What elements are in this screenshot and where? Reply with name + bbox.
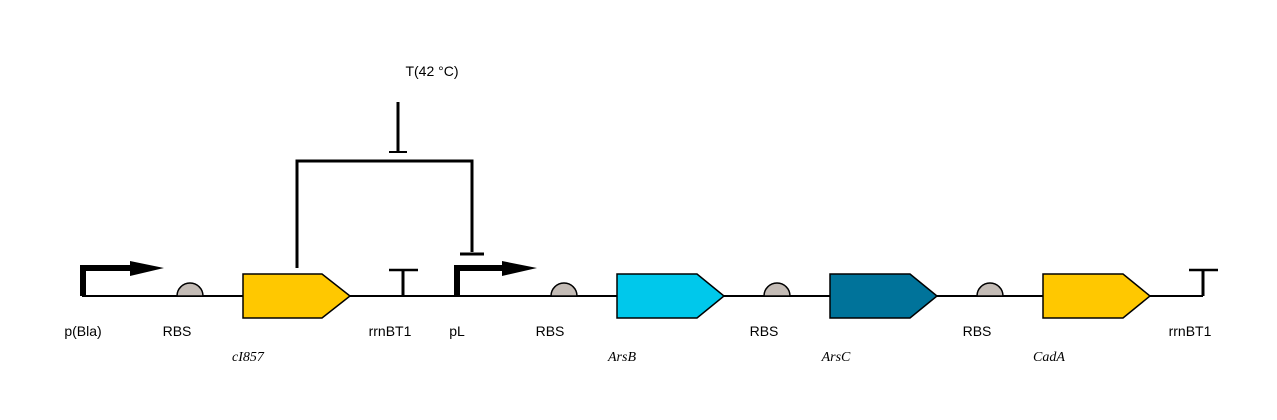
- rbs-1-label: RBS: [163, 323, 192, 339]
- gene-cI857-icon: [242, 273, 352, 319]
- gene-ArsC-icon: [829, 273, 939, 319]
- rbs-1-icon: [176, 282, 204, 297]
- rbs-3-label: RBS: [750, 323, 779, 339]
- repression-arc: [295, 159, 474, 268]
- promoter-pl-icon: [454, 261, 537, 296]
- terminator-2-label: rrnBT1: [1169, 323, 1212, 339]
- gene-ArsB-label: ArsB: [607, 350, 636, 365]
- rbs-3-icon: [763, 282, 791, 297]
- terminator-2-icon: [1189, 268, 1218, 296]
- gene-CadA-icon: [1042, 273, 1152, 319]
- gene-cI857-label: cI857: [232, 350, 265, 365]
- terminator-1-label: rrnBT1: [369, 323, 412, 339]
- promoter-pl-label: pL: [449, 323, 465, 339]
- rbs-4-label: RBS: [963, 323, 992, 339]
- promoter-pbla-icon: [80, 261, 164, 296]
- gene-ArsB-icon: [616, 273, 726, 319]
- rbs-2-label: RBS: [536, 323, 565, 339]
- rbs-4-icon: [976, 282, 1004, 297]
- promoter-pbla-label: p(Bla): [64, 323, 101, 339]
- rbs-2-icon: [550, 282, 578, 297]
- gene-CadA-label: CadA: [1033, 350, 1065, 365]
- terminator-1-icon: [389, 268, 418, 296]
- temperature-label: T(42 °C): [405, 63, 458, 79]
- gene-ArsC-label: ArsC: [821, 350, 851, 365]
